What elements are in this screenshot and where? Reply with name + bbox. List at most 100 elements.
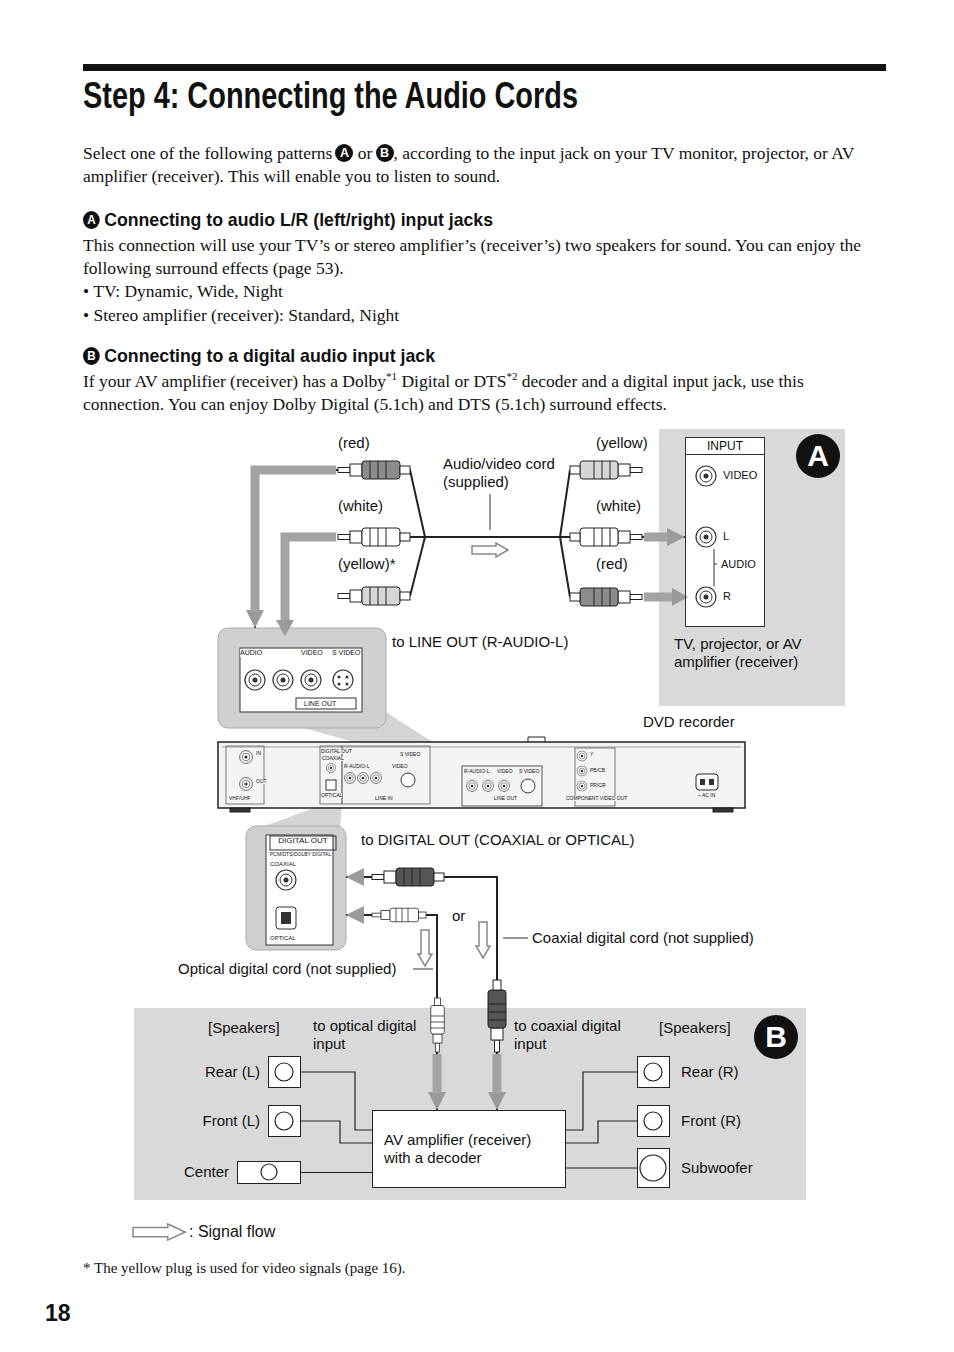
recorder-jack [577,751,587,761]
box-fill [268,1105,301,1137]
signal-flow-arrow [418,930,432,966]
panel-marking: PB/CB [590,768,605,773]
line-out-jack [338,676,341,679]
digital-plug [372,868,444,886]
connection-note: to optical digital input [313,1017,429,1053]
zoom-wedge [262,712,470,827]
body-text: • Stereo amplifier (receiver): Standard,… [83,304,886,327]
plug-color: (yellow)* [338,555,396,573]
speaker-name: Center [184,1163,229,1181]
paragraph: If your AV amplifier (receiver) has a Do… [83,370,886,416]
panel-marking: R-AUDIO-L [464,769,490,774]
panel-marking: R-AUDIO-L [344,764,370,769]
speaker-cone [644,1112,662,1130]
line-out-callout: AUDIOVIDEOS VIDEOLINE OUT [218,628,386,728]
box-fill [237,1161,301,1184]
panel-marking: PR/CR [590,783,606,788]
line-out-jack [346,683,349,686]
jack-name: AUDIO [721,558,756,571]
signal-arrow-bar [285,537,336,622]
speaker: Subwoofer [637,1148,670,1188]
panel-marking: IN [256,751,261,756]
cord-name: Optical digital cord (not supplied) [178,960,396,978]
panel-heading: INPUT [686,438,764,455]
dvd-recorder-body [528,737,545,742]
body-text: This connection will use your TV’s or st… [83,234,886,280]
digital-plug [372,908,426,922]
panel-heading: DIGITAL OUT [270,837,336,846]
pattern-badge: B [83,347,100,365]
box-fill [637,1148,670,1188]
device-caption: TV, projector, or AV amplifier (receiver… [674,635,839,671]
box-fill [637,1056,670,1088]
rca-plug [570,528,642,546]
panel-marking: OPTICAL [321,793,342,798]
line-out-jack [338,683,341,686]
line-out-jack [296,698,356,709]
jack-name: VIDEO [301,649,323,657]
speaker-name: Front (L) [202,1112,260,1130]
signal-arrow-bar [644,533,668,542]
section-heading: BConnecting to a digital audio input jac… [83,345,435,368]
recorder-jack [521,779,535,793]
pattern-badge: A [796,434,840,478]
panel-marking: COMPONENT VIDEO OUT [566,796,627,801]
speaker: Rear (L) [268,1056,301,1088]
legend-text: : Signal flow [189,1222,275,1241]
dvd-recorder-body [462,766,542,806]
recorder-jack [240,778,253,791]
box-fill [637,1105,670,1137]
speaker-cone [640,1155,666,1181]
cord-wire [410,537,425,596]
signal-arrow-tip [276,620,294,636]
panel-marking: LINE OUT [494,796,517,801]
digital-out-jack [281,912,291,924]
signal-cord [255,470,685,628]
box-fill [237,437,765,1188]
device-name: DVD recorder [643,713,735,731]
zoom-callout [218,628,386,728]
jack-name: L [723,530,729,543]
heading-text: Connecting to a digital audio input jack [104,345,435,366]
line-out-jack [245,670,356,709]
cord-wire [560,470,570,597]
connection-note: to DIGITAL OUT (COAXIAL or OPTICAL) [361,831,634,849]
speaker-wire [566,1121,637,1143]
connection-note: to coaxial digital input [514,1017,632,1053]
plug-color: (white) [596,497,641,515]
dvd-recorder: DVD recorder [218,740,745,812]
digital-plug [431,998,445,1052]
signal-arrow-tip [276,588,688,636]
input-jack-panel: INPUTVIDEOLAUDIOR [685,437,765,627]
line-out-jack [346,676,349,679]
speaker-wire [566,1072,637,1130]
amplifier-box: AV amplifier (receiver) with a decoder [372,1110,566,1188]
recorder-jack [358,773,369,784]
device-panel: AV amplifier (receiver) with a decoder Re… [134,1008,806,1200]
signal-flow-arrow [472,543,508,557]
leader-line [413,969,433,970]
rca-plug [570,461,642,479]
panel-marking: VIDEO [392,764,408,769]
section-heading: AConnecting to audio L/R (left/right) in… [83,209,493,232]
signal-arrow-bar [644,593,672,602]
signal-arrow-bar [255,470,336,612]
line-out-jack [273,670,293,690]
footnote-mark: *1 [386,370,397,382]
body-text: Select one of the following patterns [83,143,332,163]
body-text: or [358,143,373,163]
panel-marking: COAXIAL [322,756,344,761]
recorder-jack [240,751,587,793]
pattern-badge: B [754,1015,798,1059]
leader-line [503,938,528,939]
footnote: * The yellow plug is used for video sign… [83,1259,406,1277]
group-label: [Speakers] [208,1019,280,1037]
signal-arrow-bar [493,1054,502,1093]
speaker-cone [261,1164,277,1180]
jack-name: COAXIAL [270,861,296,868]
plug-color: (white) [338,497,383,515]
connector-word: or [452,907,465,925]
dvd-recorder-body [713,808,733,812]
recorder-jack [401,773,415,787]
speaker-cone [261,1063,666,1181]
